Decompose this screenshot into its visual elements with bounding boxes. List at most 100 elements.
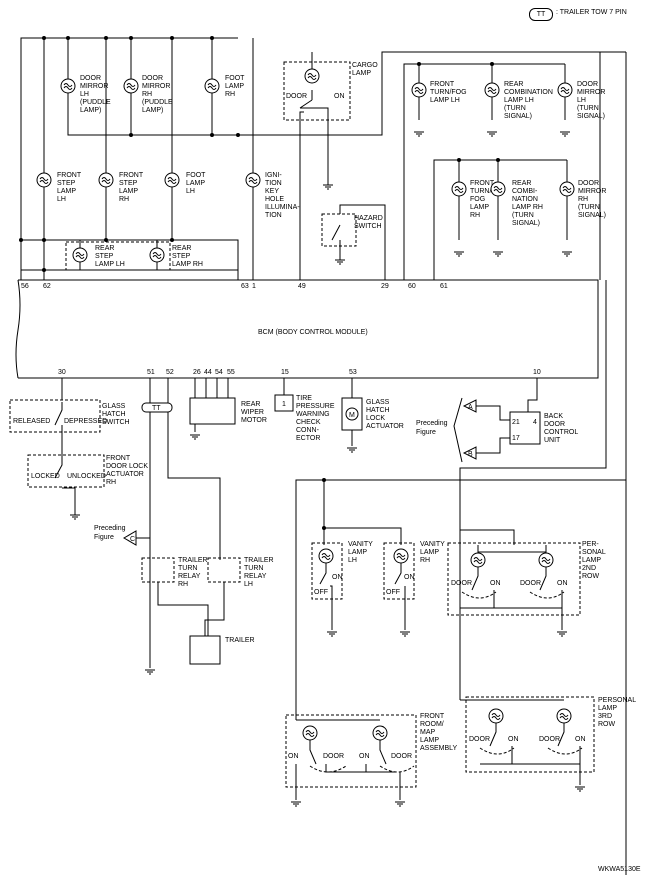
personal-2nd-door-right: DOOR bbox=[520, 580, 541, 587]
wiper-ground-icon bbox=[189, 434, 201, 440]
door-mirror-rh-puddle-lamp-icon bbox=[123, 78, 139, 94]
bcm-break-line bbox=[15, 279, 21, 379]
vanity-rh-on-label: ON bbox=[404, 574, 415, 581]
front-step-lamp-lh-icon bbox=[36, 172, 52, 188]
pin-53: 53 bbox=[349, 369, 357, 376]
personal-2nd-ground-icon bbox=[556, 631, 568, 637]
door-lock-ground-icon bbox=[69, 514, 81, 520]
hazard-switch-box bbox=[321, 213, 357, 247]
personal-2nd-on-left: ON bbox=[490, 580, 501, 587]
door-mirror-lh-puddle-lamp-icon bbox=[60, 78, 76, 94]
personal-2nd-on-right: ON bbox=[557, 580, 568, 587]
front-room-lamp-left-icon bbox=[302, 725, 318, 741]
pin-61: 61 bbox=[440, 283, 448, 290]
rear-step-lamp-lh-icon bbox=[72, 247, 88, 263]
personal-3rd-door-right: DOOR bbox=[539, 736, 560, 743]
front-room-ground-right-icon bbox=[394, 801, 406, 807]
front-room-on-left: ON bbox=[288, 753, 299, 760]
rear-step-lamp-rh-icon bbox=[149, 247, 165, 263]
vanity-lh-ground-icon bbox=[326, 631, 338, 637]
front-turn-fog-rh-ground-icon bbox=[453, 251, 465, 257]
foot-lamp-rh-icon bbox=[204, 78, 220, 94]
pin-52: 52 bbox=[166, 369, 174, 376]
pin-51: 51 bbox=[147, 369, 155, 376]
released-label: RELEASED bbox=[13, 418, 50, 425]
back-door-unit-box bbox=[509, 411, 541, 445]
personal-3rd-on-right: ON bbox=[575, 736, 586, 743]
legend-text: : TRAILER TOW 7 PIN bbox=[556, 9, 627, 16]
glass-hatch-switch-box bbox=[9, 399, 101, 433]
bcm-box bbox=[18, 279, 599, 379]
back-door-pin-4: 4 bbox=[533, 419, 537, 426]
cargo-on-label: ON bbox=[334, 93, 345, 100]
back-door-pin-17: 17 bbox=[512, 435, 520, 442]
connector-c-label: C bbox=[130, 536, 135, 543]
personal-2nd-lamp-left-icon bbox=[470, 552, 486, 568]
pin-30: 30 bbox=[58, 369, 66, 376]
pin-29: 29 bbox=[381, 283, 389, 290]
pin-62: 62 bbox=[43, 283, 51, 290]
vanity-lamp-rh-box bbox=[383, 542, 415, 600]
bcm-title: BCM (BODY CONTROL MODULE) bbox=[258, 329, 368, 336]
vanity-lamp-lh-icon bbox=[318, 548, 334, 564]
pin-56: 56 bbox=[21, 283, 29, 290]
front-turn-fog-lamp-lh-icon bbox=[411, 82, 427, 98]
tt-connector bbox=[141, 402, 173, 413]
legend-code-badge: TT bbox=[529, 8, 553, 21]
ignition-key-illumination-icon bbox=[245, 172, 261, 188]
bcm-bottom-pins: 30 51 52 26 44 54 55 15 53 10 bbox=[58, 369, 541, 376]
actuator-ground-icon bbox=[346, 447, 358, 453]
rear-combination-rh-ground-icon bbox=[492, 251, 504, 257]
hazard-ground-icon bbox=[334, 259, 346, 265]
vanity-lh-on-label: ON bbox=[332, 574, 343, 581]
vanity-lamp-rh-icon bbox=[393, 548, 409, 564]
vanity-rh-off-label: OFF bbox=[386, 589, 400, 596]
pin-49: 49 bbox=[298, 283, 306, 290]
trailer-ground-icon bbox=[144, 669, 156, 675]
connector-b-label: B bbox=[468, 451, 473, 458]
connector-a-icon bbox=[462, 399, 477, 413]
pin-55: 55 bbox=[227, 369, 235, 376]
personal-3rd-lamp-left-icon bbox=[488, 708, 504, 724]
connector-c-icon bbox=[123, 530, 137, 546]
tire-pressure-pin: 1 bbox=[282, 401, 286, 408]
depressed-label: DEPRESSED bbox=[64, 418, 107, 425]
door-mirror-lh-turn-ground-icon bbox=[559, 131, 571, 137]
cargo-lamp-icon bbox=[304, 68, 320, 84]
front-room-on-right: ON bbox=[359, 753, 370, 760]
front-room-lamp-right-icon bbox=[372, 725, 388, 741]
trailer-relay-lh-box bbox=[207, 557, 241, 583]
pin-1: 1 bbox=[252, 283, 256, 290]
door-lock-actuator-box bbox=[27, 454, 105, 488]
locked-label: LOCKED bbox=[31, 473, 60, 480]
pin-60: 60 bbox=[408, 283, 416, 290]
rear-combination-lh-ground-icon bbox=[486, 131, 498, 137]
cargo-lamp-box bbox=[283, 61, 351, 121]
rear-combination-lamp-rh-icon bbox=[490, 181, 506, 197]
trailer-label: TRAILER bbox=[225, 637, 255, 644]
personal-3rd-door-left: DOOR bbox=[469, 736, 490, 743]
trailer-box bbox=[189, 635, 221, 665]
vanity-rh-ground-icon bbox=[399, 631, 411, 637]
